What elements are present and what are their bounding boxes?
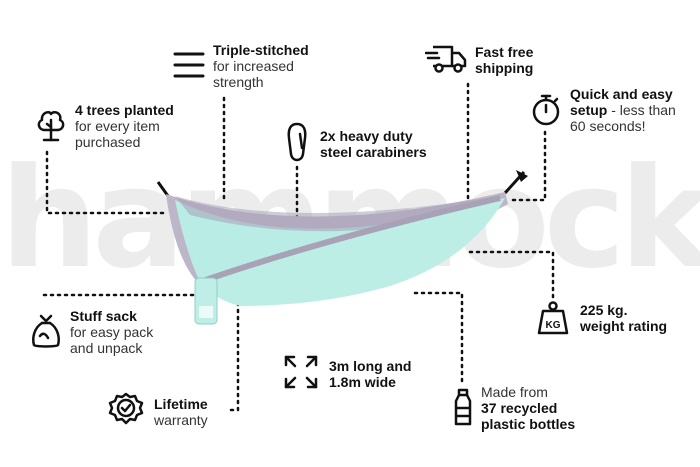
feature-lifetime: Lifetime warranty xyxy=(154,396,208,428)
feature-stuff-sack: Stuff sack for easy pack and unpack xyxy=(70,308,153,356)
kg-label: KG xyxy=(546,320,561,331)
feature-text: strength xyxy=(213,74,264,90)
feature-title: 2x heavy duty xyxy=(320,128,413,144)
carabiner-right xyxy=(516,170,528,182)
feature-text: and unpack xyxy=(70,340,143,356)
feature-trees: 4 trees planted for every item purchased xyxy=(75,102,174,150)
feature-title: weight rating xyxy=(580,318,668,334)
feature-title: Stuff sack xyxy=(70,308,137,324)
rope-left xyxy=(156,181,170,197)
feature-text: for every item xyxy=(75,118,160,134)
stuff-sack-icon xyxy=(32,314,60,348)
feature-text: 60 seconds! xyxy=(570,118,646,134)
stopwatch-icon xyxy=(532,94,560,126)
feature-text: - less than xyxy=(607,102,676,118)
feature-weight: 225 kg. weight rating xyxy=(580,302,667,334)
badge-check-icon xyxy=(108,392,144,425)
hammock-illustration xyxy=(156,170,528,325)
feature-title: 1.8m wide xyxy=(329,374,396,390)
expand-arrows-icon xyxy=(284,355,318,389)
connector-trees xyxy=(45,150,170,215)
feature-text: Made from xyxy=(481,384,548,400)
feature-shipping: Fast free shipping xyxy=(475,44,533,76)
feature-triple-stitched: Triple-stitched for increased strength xyxy=(213,42,309,90)
feature-title: steel carabiners xyxy=(320,144,427,160)
connector-lifetime xyxy=(224,294,240,412)
feature-title: Quick and easy xyxy=(570,86,673,102)
feature-title: 225 kg. xyxy=(580,302,628,318)
menu-lines-icon xyxy=(173,52,205,78)
feature-size: 3m long and 1.8m wide xyxy=(329,358,411,390)
connector-weight xyxy=(468,250,555,302)
feature-text: for increased xyxy=(213,58,294,74)
kg-weight-icon: KG xyxy=(537,301,569,335)
feature-title: setup xyxy=(570,102,608,118)
plastic-bottle-icon xyxy=(454,388,472,426)
feature-setup: Quick and easy setup - less than 60 seco… xyxy=(570,86,676,134)
hammock-front-fabric xyxy=(200,198,505,306)
feature-text: purchased xyxy=(75,134,141,150)
connector-setup xyxy=(506,130,547,202)
feature-title: shipping xyxy=(475,60,534,76)
connector-recycled xyxy=(413,291,464,388)
feature-title: 3m long and xyxy=(329,358,412,374)
feature-title: Triple-stitched xyxy=(213,42,309,58)
delivery-truck-icon xyxy=(425,45,467,73)
feature-title: Lifetime xyxy=(154,396,208,412)
feature-text: for easy pack xyxy=(70,324,154,340)
feature-title: plastic bottles xyxy=(481,416,576,432)
feature-title: 4 trees planted xyxy=(75,102,174,118)
feature-carabiners: 2x heavy duty steel carabiners xyxy=(320,128,427,160)
tree-icon xyxy=(37,111,65,142)
feature-text: warranty xyxy=(154,412,208,428)
carabiner-icon xyxy=(287,122,307,162)
sack-label xyxy=(199,306,213,318)
feature-title: Fast free xyxy=(475,44,534,60)
feature-title: 37 recycled xyxy=(481,400,558,416)
feature-recycled: Made from 37 recycled plastic bottles xyxy=(481,384,575,432)
hammock-edge xyxy=(199,195,501,285)
